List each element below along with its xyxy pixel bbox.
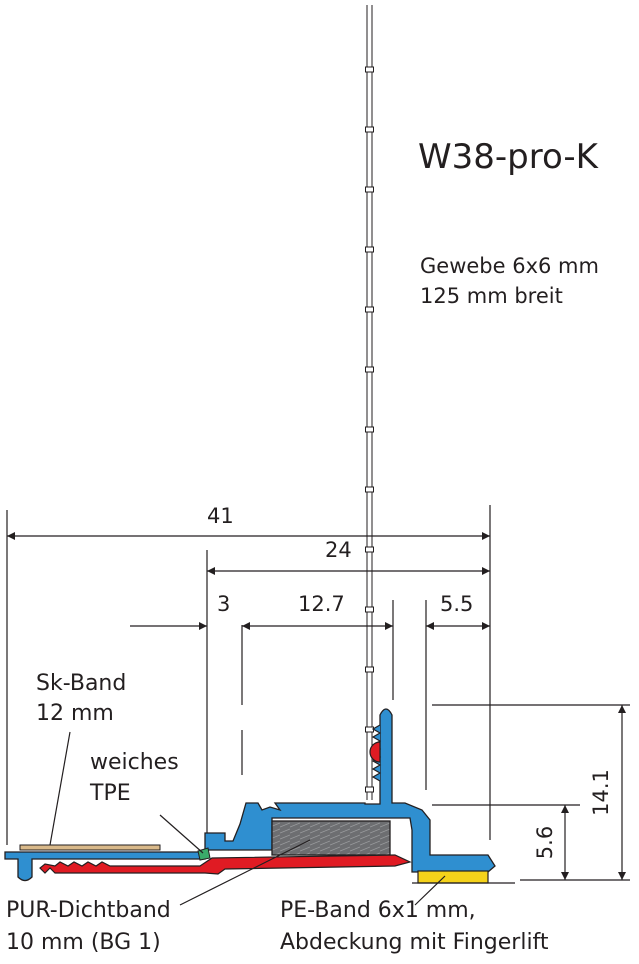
seal-bead-red <box>369 741 381 763</box>
pur-sealing-tape-red <box>39 854 412 875</box>
pe-label-line1: PE-Band 6x1 mm, <box>280 898 476 923</box>
pe-label-line2: Abdeckung mit Fingerlift <box>280 930 549 955</box>
fabric-mesh <box>365 5 374 800</box>
profile-main-body <box>204 708 496 873</box>
leader-tpe <box>159 814 204 854</box>
tpe-label-line1: weiches <box>90 750 179 775</box>
dim-label-14-1: 14.1 <box>588 769 613 816</box>
fabric-label-line1: Gewebe 6x6 mm <box>420 254 599 278</box>
dim-label-5-6: 5.6 <box>533 825 558 860</box>
pur-label-line1: PUR-Dichtband <box>6 898 171 923</box>
sk-band-strip <box>19 844 161 851</box>
profile-left-flange <box>4 851 206 882</box>
leader-sk-band <box>49 731 71 846</box>
pur-label-line2: 10 mm (BG 1) <box>6 930 161 955</box>
dim-label-12-7: 12.7 <box>298 592 345 616</box>
sk-band-label-line2: 12 mm <box>36 701 114 726</box>
leader-pur <box>179 839 311 906</box>
pe-tape-yellow <box>417 870 489 884</box>
dim-label-3: 3 <box>217 592 231 616</box>
tpe-label-line2: TPE <box>90 781 131 806</box>
dim-label-24: 24 <box>325 538 352 562</box>
dim-label-5-5: 5.5 <box>440 592 474 616</box>
extension-lines <box>6 505 630 881</box>
sk-band-label-line1: Sk-Band <box>36 671 127 696</box>
leader-lines <box>49 731 446 906</box>
leader-pe <box>414 875 446 906</box>
dim-label-41: 41 <box>207 504 234 528</box>
dimension-lines <box>7 532 626 880</box>
product-title: W38-pro-K <box>418 137 598 177</box>
fabric-label-line2: 125 mm breit <box>420 284 563 308</box>
